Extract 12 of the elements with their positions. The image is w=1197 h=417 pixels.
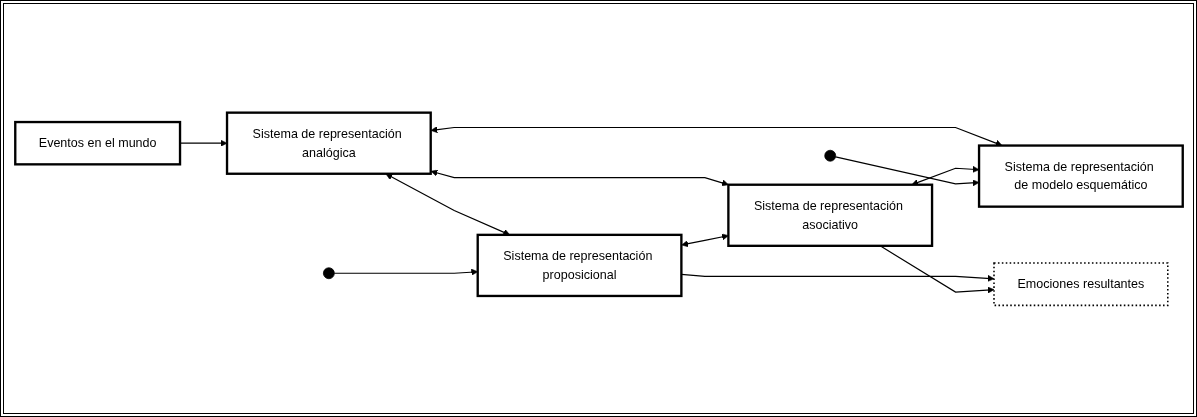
node-box: Sistema de representación asociativo [726, 183, 933, 247]
node-box: Sistema de representación proposicional [476, 233, 683, 297]
node-box: Sistema de representación de modelo esquemático [977, 143, 1184, 208]
arrow [430, 125, 1002, 146]
node-box: Eventos en el mundo [13, 120, 181, 166]
arrow [430, 169, 729, 186]
arrow [333, 268, 478, 276]
arrow [680, 273, 994, 282]
node-box: Sistema de representación analógica [225, 110, 432, 175]
arrow [834, 155, 979, 186]
arrow [385, 173, 510, 235]
node-box: Emociones resultantes [992, 261, 1169, 306]
